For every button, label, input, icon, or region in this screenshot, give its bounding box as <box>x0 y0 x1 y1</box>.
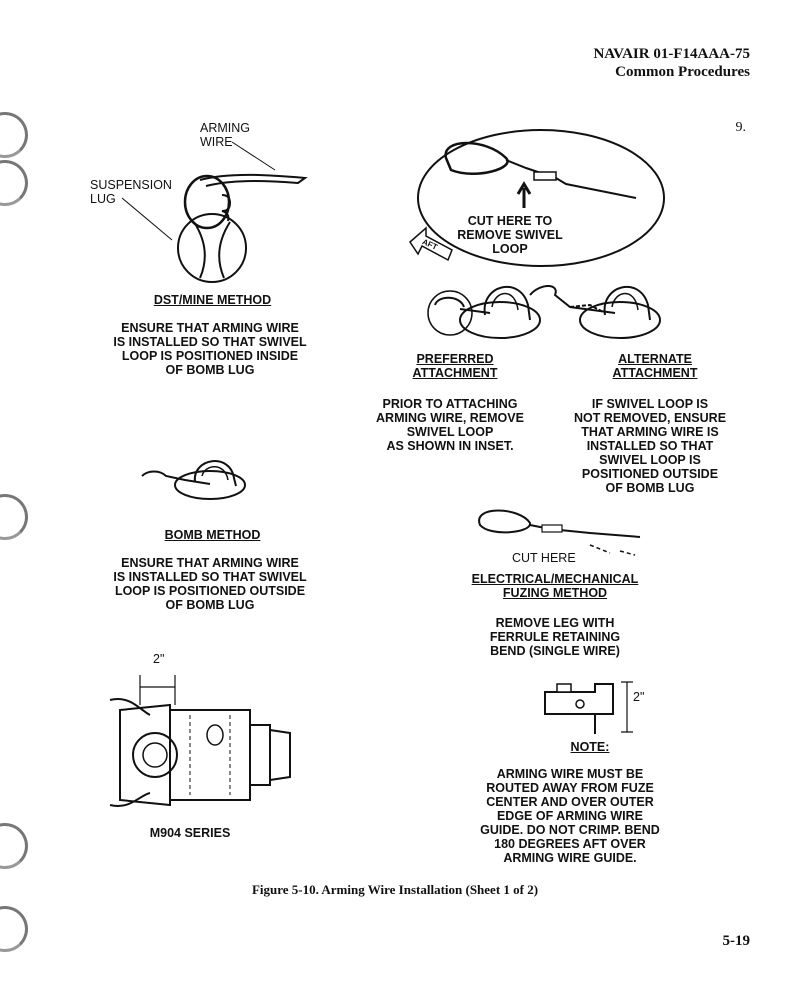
bomb-method-title: BOMB METHOD <box>164 528 261 542</box>
m904-dimension: 2" <box>153 652 165 666</box>
binder-hole <box>0 160 28 206</box>
figure-caption: Figure 5-10. Arming Wire Installation (S… <box>251 882 539 897</box>
dst-mine-illustration <box>177 173 308 283</box>
lug-attachment-illustration <box>427 285 661 339</box>
binder-hole <box>0 906 28 952</box>
suspension-lug-leader <box>121 197 173 241</box>
bomb-method-illustration <box>141 460 246 500</box>
note-title: NOTE: <box>570 740 610 754</box>
arming-wire-leader <box>231 141 276 171</box>
dst-mine-title: DST/MINE METHOD <box>153 293 272 307</box>
swivel-loop-inset <box>417 129 665 267</box>
wire-guide-illustration <box>544 681 633 734</box>
m904-fuze-illustration <box>109 675 291 807</box>
aft-arrow-icon <box>409 226 453 262</box>
m904-label: M904 SERIES <box>149 826 231 840</box>
cut-here-label: CUT HERE <box>512 551 576 565</box>
step-number: 9. <box>735 120 747 135</box>
binder-hole <box>0 112 28 158</box>
binder-hole <box>0 823 28 869</box>
electrical-wire-illustration <box>478 509 641 556</box>
document-number: NAVAIR 01-F14AAA-75 <box>593 46 750 62</box>
note-dimension: 2" <box>633 690 645 704</box>
section-title: Common Procedures <box>615 64 750 80</box>
binder-hole <box>0 494 28 540</box>
page-number: 5-19 <box>722 933 751 949</box>
